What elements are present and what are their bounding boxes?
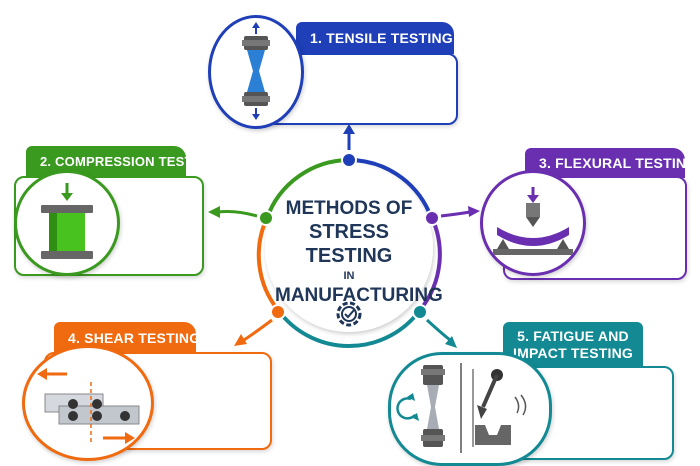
tensile-specimen-icon (242, 22, 270, 120)
shear-plates-icon (37, 368, 140, 444)
tensile-tab: 1. TENSILE TESTING (296, 22, 454, 54)
flexural-icon-circle (480, 170, 586, 276)
ring-arc-fatigue (276, 308, 422, 349)
arrow-compression (217, 210, 258, 218)
arrow-fatigue (425, 318, 451, 342)
arrowhead-tensile (343, 124, 355, 134)
gear-check-icon (336, 301, 362, 327)
tensile-icon-circle (208, 15, 304, 129)
arrowhead-flexural (468, 206, 480, 217)
arrowhead-shear (234, 334, 247, 346)
center-title-line2: STRESS TESTING (305, 221, 393, 267)
center-title-line1: METHODS OF (285, 198, 413, 219)
center-title: METHODS OF STRESS TESTING IN MANUFACTURI… (275, 198, 443, 308)
node-shear (270, 304, 286, 320)
compression-cylinder-icon (41, 183, 93, 259)
ring-arc-compression (265, 158, 350, 219)
node-tensile (341, 152, 357, 168)
node-flexural (424, 210, 440, 226)
fatigue-tab: 5. FATIGUE AND IMPACT TESTING (503, 322, 643, 368)
fatigue-tab-line2: IMPACT TESTING (513, 345, 633, 361)
fatigue-icon-circle (388, 352, 552, 466)
arrow-shear (243, 318, 273, 342)
center-title-line3: IN (343, 270, 355, 282)
center-title-line4: MANUFACTURING (275, 285, 443, 306)
fatigue-tab-line1: 5. FATIGUE AND (517, 328, 629, 344)
arrowhead-compression (208, 206, 220, 218)
fatigue-pendulum-icon (396, 363, 527, 453)
shear-icon-circle (22, 345, 154, 461)
node-compression (258, 210, 274, 226)
arrowhead-fatigue (445, 336, 457, 348)
ring-arc-shear (256, 217, 280, 312)
compression-tab: 2. COMPRESSION TESTING (26, 146, 216, 176)
arrow-flexural (440, 210, 471, 218)
node-fatigue (412, 304, 428, 320)
compression-icon-circle (14, 170, 120, 276)
ring-arc-tensile (348, 158, 431, 213)
center-circle (265, 164, 433, 332)
bending-beam-icon (493, 187, 573, 255)
